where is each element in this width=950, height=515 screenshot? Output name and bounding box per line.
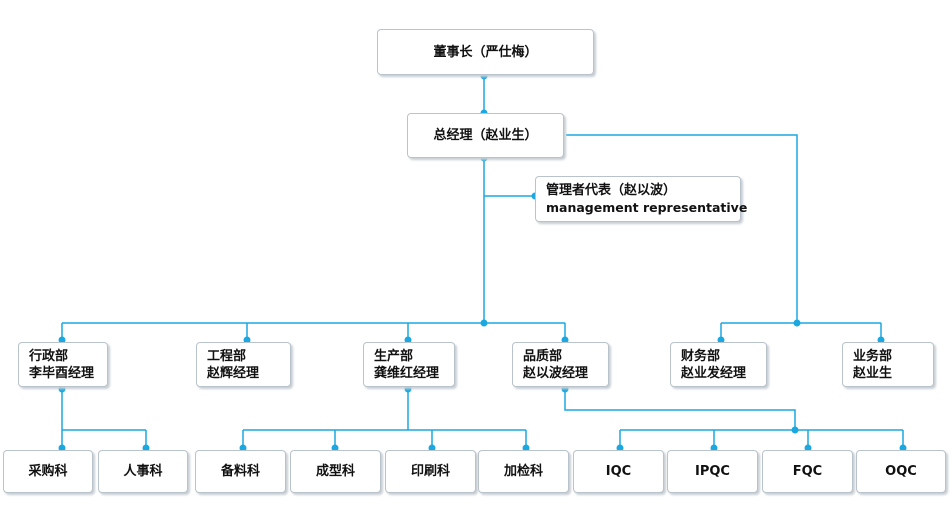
connector-dot bbox=[561, 385, 569, 393]
dept-quality-name: 品质部 bbox=[523, 348, 563, 364]
section-hr-node: 人事科 bbox=[98, 450, 188, 493]
section-hr-label: 人事科 bbox=[123, 464, 163, 479]
section-iqc-node: IQC bbox=[573, 450, 664, 493]
section-molding-node: 成型科 bbox=[290, 450, 381, 493]
dept-business-name: 业务部 bbox=[853, 348, 893, 364]
section-fqc-node: FQC bbox=[762, 450, 853, 493]
dept-business-manager: 赵业生 bbox=[853, 365, 893, 381]
section-inspection-node: 加检科 bbox=[478, 450, 569, 493]
section-materials-node: 备料科 bbox=[195, 450, 286, 493]
dept-admin-name: 行政部 bbox=[29, 348, 69, 364]
section-iqc-label: IQC bbox=[605, 464, 632, 479]
connector-dot bbox=[877, 336, 885, 344]
management-rep-node: 管理者代表（赵以波） management representative bbox=[535, 176, 747, 222]
connector-right-bus bbox=[720, 322, 882, 342]
dept-production-node: 生产部 龚维红经理 bbox=[363, 342, 455, 387]
section-ipqc-label: IPQC bbox=[695, 464, 730, 479]
connector-production-children bbox=[242, 387, 527, 450]
section-printing-label: 印刷科 bbox=[410, 464, 450, 479]
connector-dot bbox=[717, 336, 725, 344]
connector-dot bbox=[522, 444, 530, 452]
dept-business-node: 业务部 赵业生 bbox=[842, 342, 934, 387]
connector-dot bbox=[404, 336, 412, 344]
section-oqc-node: OQC bbox=[856, 450, 946, 493]
connector-dot bbox=[58, 444, 66, 452]
general-manager-node: 总经理（赵业生） bbox=[407, 113, 564, 158]
general-manager-label: 总经理（赵业生） bbox=[433, 128, 538, 143]
connector-dot bbox=[58, 336, 66, 344]
chairman-node: 董事长（严仕梅） bbox=[377, 29, 594, 75]
connector-dot bbox=[428, 444, 436, 452]
connector-dot bbox=[142, 444, 150, 452]
connector-gm-right bbox=[566, 134, 798, 323]
section-materials-label: 备料科 bbox=[220, 464, 260, 479]
connector-dot bbox=[804, 444, 812, 452]
dept-finance-manager: 赵业发经理 bbox=[681, 365, 747, 381]
connector-dot bbox=[710, 444, 718, 452]
connector-dot bbox=[58, 385, 66, 393]
connector-dot bbox=[899, 444, 907, 452]
dept-quality-manager: 赵以波经理 bbox=[523, 365, 589, 381]
section-molding-label: 成型科 bbox=[315, 464, 355, 479]
section-purchasing-label: 采购科 bbox=[28, 464, 68, 479]
dept-admin-manager: 李毕酉经理 bbox=[29, 365, 95, 381]
section-fqc-label: FQC bbox=[792, 464, 823, 479]
dept-quality-node: 品质部 赵以波经理 bbox=[512, 342, 609, 387]
dept-finance-node: 财务部 赵业发经理 bbox=[670, 342, 767, 387]
connector-quality-children bbox=[564, 387, 904, 450]
dept-production-name: 生产部 bbox=[374, 348, 414, 364]
connector-dot bbox=[561, 336, 569, 344]
section-oqc-label: OQC bbox=[885, 464, 917, 479]
section-ipqc-node: IPQC bbox=[667, 450, 758, 493]
connector-dot bbox=[404, 385, 412, 393]
connector-dot bbox=[331, 444, 339, 452]
connector-dot bbox=[243, 336, 251, 344]
dept-engineering-name: 工程部 bbox=[207, 348, 247, 364]
connector-dot bbox=[616, 444, 624, 452]
management-rep-line2: management representative bbox=[546, 200, 748, 215]
connector-dot bbox=[239, 444, 247, 452]
section-purchasing-node: 采购科 bbox=[3, 450, 93, 493]
dept-engineering-node: 工程部 赵辉经理 bbox=[196, 342, 291, 387]
dept-engineering-manager: 赵辉经理 bbox=[207, 365, 260, 381]
section-inspection-label: 加检科 bbox=[503, 464, 543, 479]
dept-admin-node: 行政部 李毕酉经理 bbox=[18, 342, 108, 387]
dept-production-manager: 龚维红经理 bbox=[374, 365, 440, 381]
dept-finance-name: 财务部 bbox=[681, 348, 721, 364]
connector-dot bbox=[793, 319, 801, 327]
connector-admin-children bbox=[61, 387, 147, 450]
management-rep-line1: 管理者代表（赵以波） bbox=[546, 183, 677, 198]
connector-dot bbox=[791, 426, 799, 434]
chairman-label: 董事长（严仕梅） bbox=[433, 44, 538, 60]
section-printing-node: 印刷科 bbox=[385, 450, 476, 493]
connector-dot bbox=[480, 319, 488, 327]
